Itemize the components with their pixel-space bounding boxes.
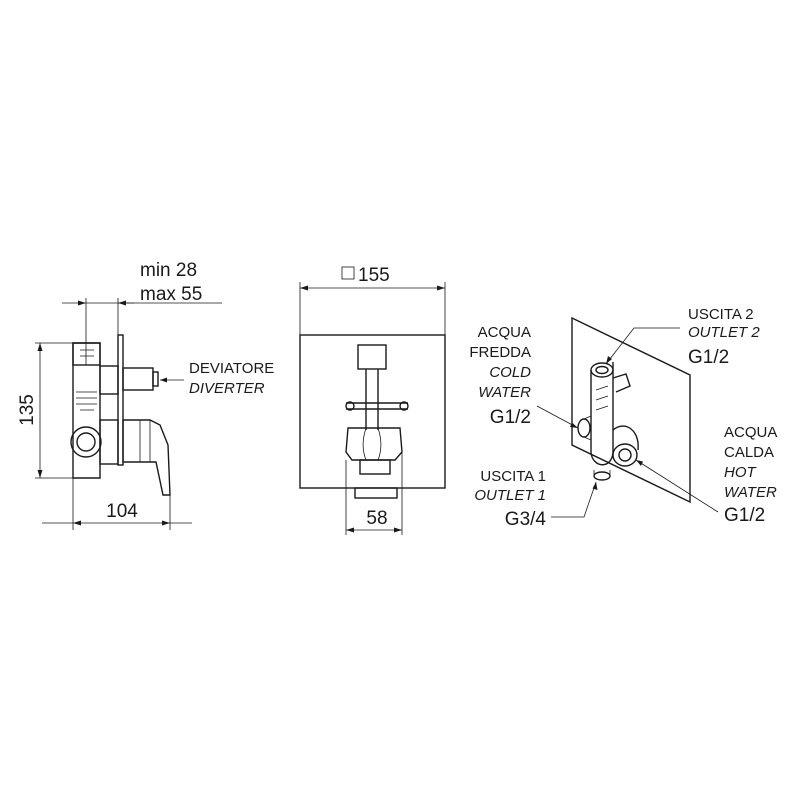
square-symbol bbox=[341, 266, 355, 280]
body-width-label: 58 bbox=[366, 508, 387, 529]
side-port-outer bbox=[70, 426, 102, 458]
front-bracket bbox=[346, 402, 408, 410]
hot-size: G1/2 bbox=[724, 505, 765, 526]
iso-outlet2-outer bbox=[590, 362, 614, 378]
front-lower-nut bbox=[359, 459, 391, 475]
iso-lower-body bbox=[590, 451, 614, 466]
cold-label-it-2: FREDDA bbox=[469, 344, 531, 361]
iso-outlet2-inner bbox=[595, 365, 609, 375]
side-view: min 28 max 55 135 104 DEVIATORE DIVERTER bbox=[17, 260, 274, 530]
width-extension-lines bbox=[72, 478, 171, 530]
depth-max-label: max 55 bbox=[140, 284, 202, 305]
plate-extension-lines bbox=[299, 282, 446, 335]
iso-hot-elbow bbox=[612, 425, 639, 451]
front-handle-body bbox=[345, 427, 403, 461]
front-bracket-screw-right bbox=[399, 401, 409, 411]
iso-wall-plate bbox=[571, 316, 691, 504]
side-top-detail bbox=[80, 343, 94, 365]
iso-outlet1 bbox=[593, 471, 611, 481]
side-port-inner bbox=[76, 432, 96, 452]
side-diverter-tip bbox=[152, 371, 159, 387]
iso-cold-inlet bbox=[577, 418, 591, 438]
side-lever-handle bbox=[122, 419, 171, 496]
side-diverter-knob bbox=[122, 367, 154, 391]
hot-label-it-1: ACQUA bbox=[724, 424, 777, 441]
depth-min-label: min 28 bbox=[140, 260, 197, 281]
plate-size-label: 155 bbox=[358, 265, 390, 286]
diverter-label-en: DIVERTER bbox=[189, 380, 265, 397]
outlet2-size: G1/2 bbox=[688, 347, 729, 368]
side-lower-housing bbox=[99, 419, 119, 465]
front-stem bbox=[365, 369, 379, 430]
iso-hot-inlet-inner bbox=[618, 448, 632, 462]
cold-label-it-1: ACQUA bbox=[478, 324, 531, 341]
outlet1-leader bbox=[551, 481, 597, 518]
side-wall-plate bbox=[117, 334, 124, 466]
front-bottom-tab bbox=[354, 487, 398, 499]
outlet1-size: G3/4 bbox=[505, 509, 547, 530]
front-diverter-knob bbox=[357, 344, 387, 370]
side-diverter-housing bbox=[99, 365, 119, 395]
outlet2-arrow bbox=[606, 356, 612, 364]
depth-extension-lines bbox=[85, 298, 119, 343]
width-label: 104 bbox=[106, 501, 138, 522]
front-handle-detail bbox=[362, 427, 382, 461]
height-label: 135 bbox=[17, 394, 38, 426]
front-bracket-screw-left bbox=[345, 401, 355, 411]
outlet2-label-it: USCITA 2 bbox=[688, 306, 754, 323]
diverter-arrow bbox=[160, 377, 167, 383]
cold-leader bbox=[536, 405, 579, 429]
outlet1-label-it: USCITA 1 bbox=[480, 468, 546, 485]
side-body-detail bbox=[76, 391, 97, 411]
iso-pipe-detail bbox=[595, 385, 609, 411]
hot-label-en-1: HOT bbox=[724, 464, 758, 481]
front-wall-plate bbox=[299, 334, 446, 489]
outlet2-leader bbox=[605, 327, 680, 365]
outlet2-label-en: OUTLET 2 bbox=[688, 324, 760, 341]
cold-arrow bbox=[570, 422, 578, 428]
side-handle-detail bbox=[139, 420, 151, 462]
front-view: 155 58 bbox=[299, 265, 446, 535]
iso-main-pipe bbox=[590, 362, 614, 452]
side-top-cap bbox=[72, 342, 101, 366]
cold-label-en-1: COLD bbox=[489, 364, 531, 381]
side-valve-body bbox=[72, 342, 101, 479]
cold-size: G1/2 bbox=[490, 407, 531, 428]
height-extension-lines bbox=[35, 342, 73, 479]
iso-cold-inlet-detail bbox=[583, 415, 592, 441]
outlet1-label-en: OUTLET 1 bbox=[474, 487, 546, 504]
diverter-label-it: DEVIATORE bbox=[189, 360, 274, 377]
hot-label-en-2: WATER bbox=[724, 484, 777, 501]
iso-upper-side-port bbox=[612, 373, 631, 393]
hot-arrow bbox=[636, 460, 643, 466]
iso-outlet1-detail bbox=[593, 470, 611, 476]
outlet1-arrow bbox=[592, 482, 598, 490]
hot-label-it-2: CALDA bbox=[724, 444, 774, 461]
isometric-view: USCITA 2 OUTLET 2 G1/2 ACQUA FREDDA COLD… bbox=[469, 306, 777, 530]
hot-leader bbox=[635, 459, 719, 513]
cold-label-en-2: WATER bbox=[478, 384, 531, 401]
body-extension-lines bbox=[345, 452, 403, 535]
iso-hot-inlet-outer bbox=[612, 443, 638, 467]
